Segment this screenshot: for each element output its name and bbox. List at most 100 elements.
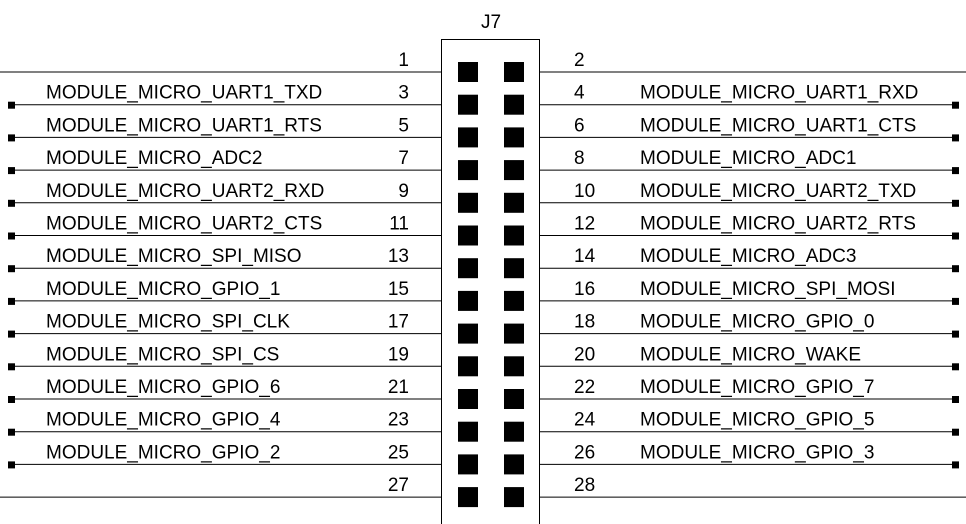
pin-pad-26 (504, 454, 524, 475)
net-terminal-12 (952, 232, 959, 240)
signal-label-25: MODULE_MICRO_GPIO_2 (46, 442, 280, 463)
net-terminal-4 (952, 101, 959, 109)
signal-label-15: MODULE_MICRO_GPIO_1 (46, 279, 280, 300)
pin-number-18: 18 (574, 312, 595, 333)
pin-pad-28 (504, 487, 524, 508)
net-terminal-10 (952, 199, 959, 207)
pin-pad-1 (458, 62, 478, 82)
pin-number-1: 1 (398, 50, 409, 71)
signal-label-21: MODULE_MICRO_GPIO_6 (46, 377, 280, 398)
pin-number-17: 17 (388, 312, 409, 333)
pin-number-23: 23 (388, 410, 409, 431)
pin-number-26: 26 (574, 442, 595, 463)
signal-label-3: MODULE_MICRO_UART1_TXD (46, 83, 322, 104)
pin-pad-6 (504, 127, 524, 148)
signal-label-14: MODULE_MICRO_ADC3 (640, 246, 856, 267)
pin-pad-24 (504, 421, 524, 442)
pin-number-15: 15 (388, 279, 409, 300)
signal-label-12: MODULE_MICRO_UART2_RTS (640, 214, 916, 235)
pin-pad-13 (458, 258, 478, 279)
signal-label-18: MODULE_MICRO_GPIO_0 (640, 312, 874, 333)
pin-number-8: 8 (574, 148, 585, 169)
signal-label-24: MODULE_MICRO_GPIO_5 (640, 410, 874, 431)
pin-number-12: 12 (574, 214, 595, 235)
signal-label-16: MODULE_MICRO_SPI_MOSI (640, 279, 896, 300)
pin-number-6: 6 (574, 115, 585, 136)
pin-number-13: 13 (388, 246, 409, 267)
net-terminal-16 (952, 297, 959, 305)
pin-number-16: 16 (574, 279, 595, 300)
signal-label-9: MODULE_MICRO_UART2_RXD (46, 181, 324, 202)
net-terminal-25 (8, 461, 15, 469)
signal-label-13: MODULE_MICRO_SPI_MISO (46, 246, 302, 267)
pin-pad-14 (504, 258, 524, 279)
pin-pad-23 (458, 421, 478, 442)
net-terminal-24 (952, 428, 959, 436)
pin-number-14: 14 (574, 246, 596, 267)
signal-label-8: MODULE_MICRO_ADC1 (640, 148, 856, 169)
pin-number-19: 19 (388, 344, 409, 365)
pin-number-10: 10 (574, 181, 595, 202)
pin-pad-2 (504, 62, 524, 82)
signal-label-7: MODULE_MICRO_ADC2 (46, 148, 262, 169)
pin-number-11: 11 (389, 214, 409, 235)
net-terminal-19 (8, 363, 15, 371)
pin-pad-15 (458, 290, 478, 311)
connector-reference-label: J7 (481, 12, 501, 33)
connector-body (441, 39, 540, 524)
pin-pad-12 (504, 225, 524, 246)
pin-pad-8 (504, 160, 524, 181)
net-terminal-21 (8, 396, 15, 403)
signal-label-17: MODULE_MICRO_SPI_CLK (46, 312, 290, 333)
pin-pad-25 (458, 454, 478, 475)
signal-label-19: MODULE_MICRO_SPI_CS (46, 344, 279, 365)
net-terminal-8 (952, 167, 959, 175)
net-terminal-5 (8, 134, 15, 142)
pin-pad-22 (504, 389, 524, 409)
pin-pad-20 (504, 356, 524, 377)
net-terminal-9 (8, 199, 15, 207)
pin-pad-7 (458, 160, 478, 181)
pin-pad-4 (504, 94, 524, 115)
signal-label-6: MODULE_MICRO_UART1_CTS (640, 115, 916, 136)
pin-pad-27 (458, 487, 478, 508)
pin-pad-18 (504, 323, 524, 344)
signal-label-22: MODULE_MICRO_GPIO_7 (640, 377, 874, 398)
pin-pad-3 (458, 94, 478, 115)
signal-label-26: MODULE_MICRO_GPIO_3 (640, 442, 874, 463)
pin-number-4: 4 (574, 83, 585, 104)
pin-number-7: 7 (398, 148, 409, 169)
net-terminal-22 (952, 396, 959, 403)
net-terminal-11 (8, 232, 15, 240)
signal-label-5: MODULE_MICRO_UART1_RTS (46, 115, 322, 136)
net-terminal-17 (8, 330, 15, 338)
signal-label-23: MODULE_MICRO_GPIO_4 (46, 410, 281, 431)
net-terminal-18 (952, 330, 959, 338)
pin-pad-19 (458, 356, 478, 377)
pin-number-25: 25 (388, 442, 409, 463)
signal-label-10: MODULE_MICRO_UART2_TXD (640, 181, 916, 202)
pin-pad-17 (458, 323, 478, 344)
net-terminal-13 (8, 265, 15, 273)
pin-number-22: 22 (574, 377, 595, 398)
net-terminal-20 (952, 363, 959, 371)
signal-label-4: MODULE_MICRO_UART1_RXD (640, 83, 918, 104)
net-terminal-26 (952, 461, 959, 469)
pin-pad-10 (504, 192, 524, 213)
net-terminal-23 (8, 428, 15, 436)
pin-number-2: 2 (574, 50, 585, 71)
net-terminal-3 (8, 101, 15, 109)
signal-label-11: MODULE_MICRO_UART2_CTS (46, 214, 322, 235)
pin-number-9: 9 (398, 181, 409, 202)
pin-number-20: 20 (574, 344, 595, 365)
pin-number-28: 28 (574, 475, 595, 496)
pin-number-24: 24 (574, 410, 596, 431)
net-terminal-15 (8, 297, 15, 305)
pin-number-21: 21 (388, 377, 409, 398)
pin-pad-9 (458, 192, 478, 213)
pin-pad-16 (504, 290, 524, 311)
net-terminal-14 (952, 265, 959, 273)
net-terminal-6 (952, 134, 959, 142)
pin-number-3: 3 (398, 83, 409, 104)
